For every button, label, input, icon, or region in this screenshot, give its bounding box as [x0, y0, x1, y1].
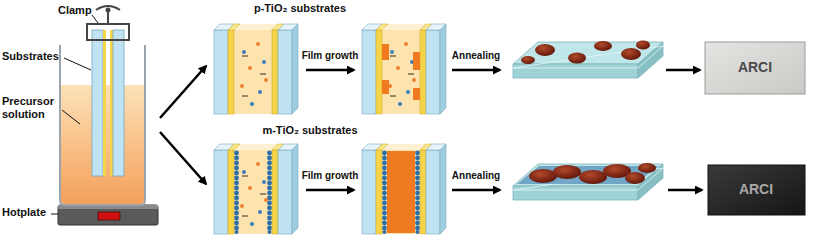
clamp [87, 6, 129, 40]
substrate-plates [92, 30, 124, 176]
annealed-film [513, 163, 663, 200]
part-label: Hotplate [2, 206, 46, 219]
sample-label: ARCI [739, 181, 773, 197]
substrate-pair [362, 24, 446, 114]
sample-label: ARCI [738, 59, 772, 75]
row-heading: m-TiO₂ substrates [262, 124, 357, 137]
sample-photo [705, 42, 805, 94]
step-label: Film growth [302, 50, 359, 62]
part-label: Precursor solution [2, 95, 62, 120]
leader-line [51, 15, 98, 214]
step-label: Annealing [452, 170, 500, 182]
sample-photo [708, 165, 805, 215]
step-label: Annealing [452, 50, 500, 62]
hotplate [58, 205, 158, 225]
substrate-pair [214, 144, 298, 234]
substrate-pair [362, 144, 446, 234]
row-heading: p-TiO₂ substrates [254, 2, 346, 15]
part-label: Substrates [2, 50, 59, 63]
part-label: Clamp [58, 4, 92, 17]
step-label: Film growth [302, 170, 359, 182]
annealed-film [513, 41, 663, 79]
substrate-pair [214, 24, 298, 114]
